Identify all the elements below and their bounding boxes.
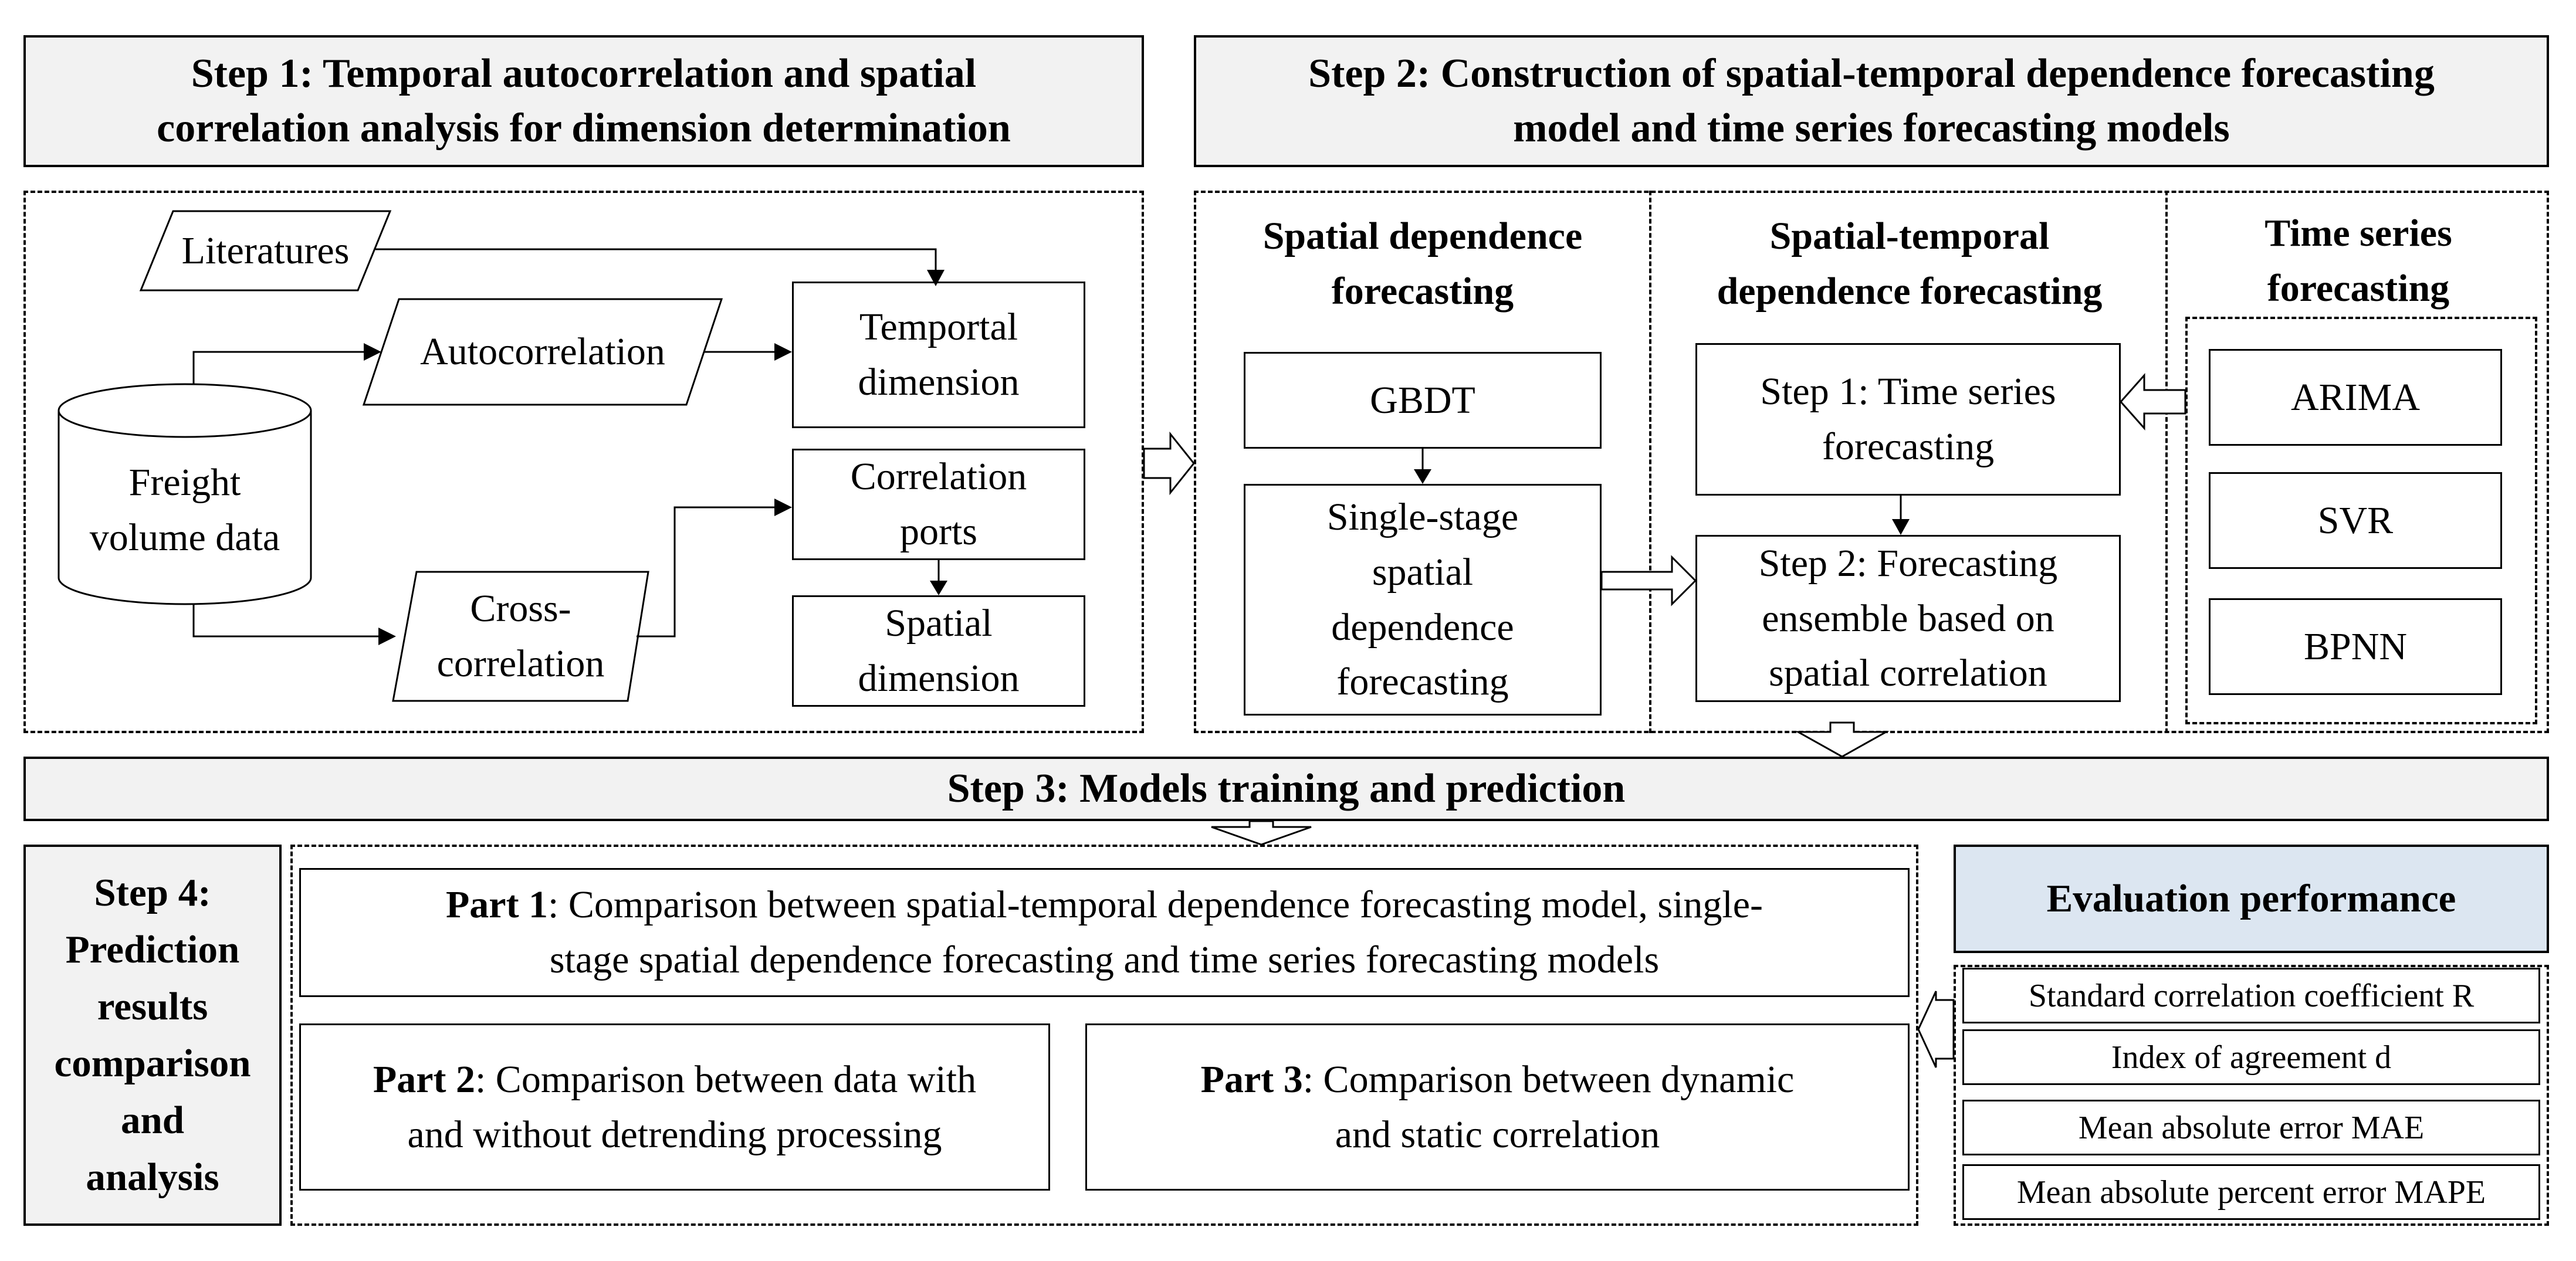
single-stage-box: Single-stage spatial dependence forecast…	[1244, 484, 1602, 716]
step4-title-line: Prediction	[65, 927, 240, 971]
autocorrelation-shape	[362, 298, 723, 406]
gbdt-box: GBDT	[1244, 352, 1602, 449]
metric-mae: Mean absolute error MAE	[1962, 1100, 2540, 1155]
st-step2-box: Step 2: Forecasting ensemble based on sp…	[1695, 535, 2121, 702]
evaluation-metrics-panel	[1954, 965, 2549, 1226]
arrow-ststep1-ststep2	[1892, 496, 1910, 535]
spatial-dependence-panel	[1194, 191, 1651, 733]
metric-standard-correlation: Standard correlation coefficient R	[1962, 968, 2540, 1023]
freight-data-cylinder	[57, 383, 312, 605]
block-arrow-single-ststep2	[1600, 555, 1697, 606]
arrow-crosscorrelation-ports	[637, 499, 792, 638]
step1-panel	[23, 191, 1144, 733]
block-arrow-step2-step3	[1795, 721, 1890, 758]
part2-box: Part 2: Comparison between data with and…	[299, 1023, 1050, 1191]
autocorrelation-node: Autocorrelation	[420, 330, 665, 374]
arrow-ports-spatial	[930, 560, 947, 595]
crosscorrelation-shape	[392, 571, 649, 702]
step3-header: Step 3: Models training and prediction	[23, 757, 2549, 821]
step4-header: Step 4: Prediction results comparison and ana…	[23, 845, 282, 1226]
block-arrow-step3-step4	[1211, 820, 1312, 846]
arrow-autocorrelation-temporal	[704, 343, 792, 361]
svr-box: SVR	[2209, 472, 2502, 569]
arrow-freight-autocorrelation	[192, 343, 381, 384]
metric-mape: Mean absolute percent error MAPE	[1962, 1164, 2540, 1220]
literatures-shape	[139, 210, 392, 291]
arrow-gbdt-single	[1414, 449, 1431, 484]
parts-panel	[290, 845, 1918, 1226]
bpnn-box: BPNN	[2209, 598, 2502, 695]
crosscorrelation-node: Cross-correlation	[436, 587, 605, 685]
step4-title-line: results	[97, 984, 208, 1028]
part3-box: Part 3: Comparison between dynamic and s…	[1085, 1023, 1910, 1191]
block-arrow-step1-step2	[1143, 431, 1195, 496]
block-arrow-evaluation-parts	[1917, 991, 1955, 1068]
arima-box: ARIMA	[2209, 349, 2502, 446]
block-arrow-ts-ststep1	[2119, 373, 2186, 430]
step4-title-line: Step 4:	[94, 870, 211, 914]
step2-header: Step 2: Construction of spatial-temporal…	[1194, 35, 2549, 167]
arrow-freight-crosscorrelation	[192, 604, 396, 645]
step4-title-lines: Step 4: Prediction results comparison and ana…	[55, 865, 251, 1206]
literatures-node: Literatures	[181, 229, 350, 272]
step4-title-line: analysis	[86, 1155, 219, 1199]
step1-header: Step 1: Temporal autocorrelation and spa…	[23, 35, 1144, 167]
step4-title-line: comparison	[54, 1042, 251, 1085]
part1-box: Part 1: Comparison between spatial-tempo…	[299, 868, 1910, 997]
time-series-models-panel	[2185, 317, 2537, 724]
evaluation-header: Evaluation performance	[1954, 845, 2549, 953]
spatial-temporal-panel	[1651, 191, 2168, 733]
arrow-literatures-temporal	[375, 248, 945, 286]
metric-index-of-agreement: Index of agreement d	[1962, 1029, 2540, 1085]
step4-title-line: and	[120, 1099, 185, 1143]
